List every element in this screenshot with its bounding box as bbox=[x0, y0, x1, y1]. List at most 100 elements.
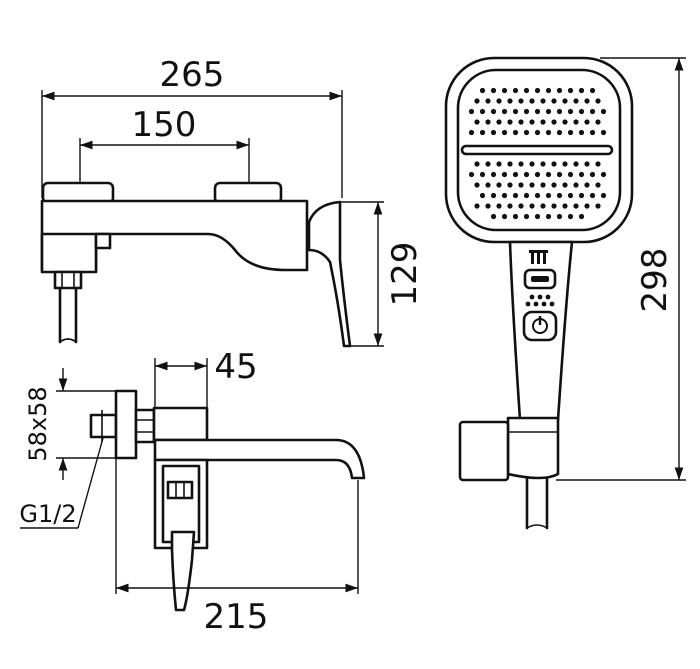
nozzle-dot bbox=[529, 161, 535, 167]
nozzle-dot bbox=[578, 87, 585, 94]
nozzle-dot bbox=[468, 171, 475, 178]
nozzle-dot bbox=[545, 87, 552, 94]
nozzle-dot bbox=[562, 119, 568, 125]
nozzle-dot bbox=[545, 171, 552, 178]
nozzle-dot bbox=[512, 108, 519, 115]
nozzle-dot bbox=[490, 192, 497, 199]
nozzle-dot bbox=[501, 192, 508, 199]
nozzle-dot bbox=[573, 203, 579, 209]
nozzle-dot bbox=[600, 192, 607, 199]
nozzle-dot bbox=[518, 98, 524, 104]
shower-slot bbox=[460, 144, 614, 156]
nozzle-dot bbox=[507, 182, 513, 188]
nozzle-dot bbox=[507, 119, 513, 125]
nozzle-dot bbox=[479, 87, 486, 94]
side-wall-flange bbox=[114, 389, 138, 460]
nozzle-dot bbox=[485, 182, 491, 188]
dim-label-150: 150 bbox=[132, 105, 197, 145]
nozzle-dot bbox=[479, 129, 486, 136]
nozzle-dot bbox=[584, 182, 590, 188]
nozzle-dot bbox=[595, 182, 601, 188]
shower-holder-bracket bbox=[506, 416, 560, 480]
nozzle-dot bbox=[556, 87, 563, 94]
nozzle-dot bbox=[512, 129, 519, 136]
nozzle-dot bbox=[496, 182, 502, 188]
nozzle-dot bbox=[595, 98, 601, 104]
nozzle-dot bbox=[540, 98, 546, 104]
nozzle-dot bbox=[474, 98, 480, 104]
left-connector-bottom bbox=[94, 232, 112, 250]
nozzle-dot bbox=[584, 98, 590, 104]
nozzle-dot bbox=[551, 119, 557, 125]
nozzle-dot bbox=[474, 182, 480, 188]
spray-mode-icon bbox=[525, 294, 555, 307]
nozzle-dot bbox=[501, 87, 508, 94]
nozzle-dot bbox=[551, 182, 557, 188]
nozzle-dot bbox=[595, 161, 601, 167]
nozzle-dot bbox=[556, 171, 563, 178]
nozzle-dot bbox=[518, 182, 524, 188]
dim-label-298: 298 bbox=[635, 248, 675, 313]
nozzle-dot bbox=[529, 119, 535, 125]
hose-stub bbox=[58, 286, 78, 344]
power-button[interactable] bbox=[522, 310, 558, 342]
nozzle-dot bbox=[474, 119, 480, 125]
nozzle-dot bbox=[567, 213, 574, 220]
dim-label-265: 265 bbox=[160, 55, 225, 95]
nozzle-dot bbox=[496, 161, 502, 167]
nozzle-dot bbox=[545, 213, 552, 220]
dim-label-58x58: 58x58 bbox=[24, 386, 52, 461]
nozzle-dot bbox=[501, 108, 508, 115]
nozzle-dot bbox=[501, 213, 508, 220]
nozzle-dot bbox=[534, 129, 541, 136]
spout bbox=[153, 438, 366, 480]
side-body-block bbox=[152, 406, 209, 442]
nozzle-dot bbox=[512, 213, 519, 220]
nozzle-dot bbox=[562, 98, 568, 104]
nozzle-dot bbox=[595, 203, 601, 209]
left-wall-flange bbox=[40, 232, 98, 274]
nozzle-dot bbox=[534, 171, 541, 178]
nozzle-dot bbox=[529, 203, 535, 209]
hex-nut bbox=[53, 270, 83, 290]
nozzle-dot bbox=[523, 192, 530, 199]
nozzle-dot bbox=[523, 87, 530, 94]
nozzle-dot bbox=[490, 129, 497, 136]
nozzle-dot bbox=[589, 108, 596, 115]
nozzle-dot bbox=[545, 108, 552, 115]
nozzle-dot bbox=[578, 129, 585, 136]
nozzle-dot bbox=[534, 213, 541, 220]
nozzle-dot bbox=[518, 203, 524, 209]
nozzle-dot bbox=[523, 108, 530, 115]
nozzle-dot bbox=[523, 171, 530, 178]
nozzle-dot bbox=[479, 192, 486, 199]
nozzle-dot bbox=[595, 119, 601, 125]
nozzle-dot bbox=[479, 108, 486, 115]
wall-bracket bbox=[458, 420, 510, 482]
nozzle-dot bbox=[562, 182, 568, 188]
nozzle-dot bbox=[518, 161, 524, 167]
nozzle-dot bbox=[578, 171, 585, 178]
nozzle-dot bbox=[589, 87, 596, 94]
nozzle-dot bbox=[468, 129, 475, 136]
nozzle-dot bbox=[540, 161, 546, 167]
nozzle-dot bbox=[589, 192, 596, 199]
nozzle-dot bbox=[567, 129, 574, 136]
dim-label-215: 215 bbox=[204, 597, 269, 637]
nozzle-dot bbox=[551, 161, 557, 167]
nozzle-dot bbox=[567, 192, 574, 199]
nozzle-dot bbox=[551, 98, 557, 104]
nozzle-dot bbox=[474, 203, 480, 209]
nozzle-dot bbox=[600, 129, 607, 136]
nozzle-dot bbox=[600, 108, 607, 115]
nozzle-dot bbox=[556, 192, 563, 199]
nozzle-dot bbox=[573, 161, 579, 167]
nozzle-dot bbox=[490, 87, 497, 94]
nozzle-dot bbox=[534, 192, 541, 199]
dim-label-45: 45 bbox=[214, 347, 257, 387]
nozzle-dot bbox=[578, 108, 585, 115]
nozzle-dot bbox=[584, 203, 590, 209]
front-view: 265 150 129 bbox=[40, 55, 425, 348]
